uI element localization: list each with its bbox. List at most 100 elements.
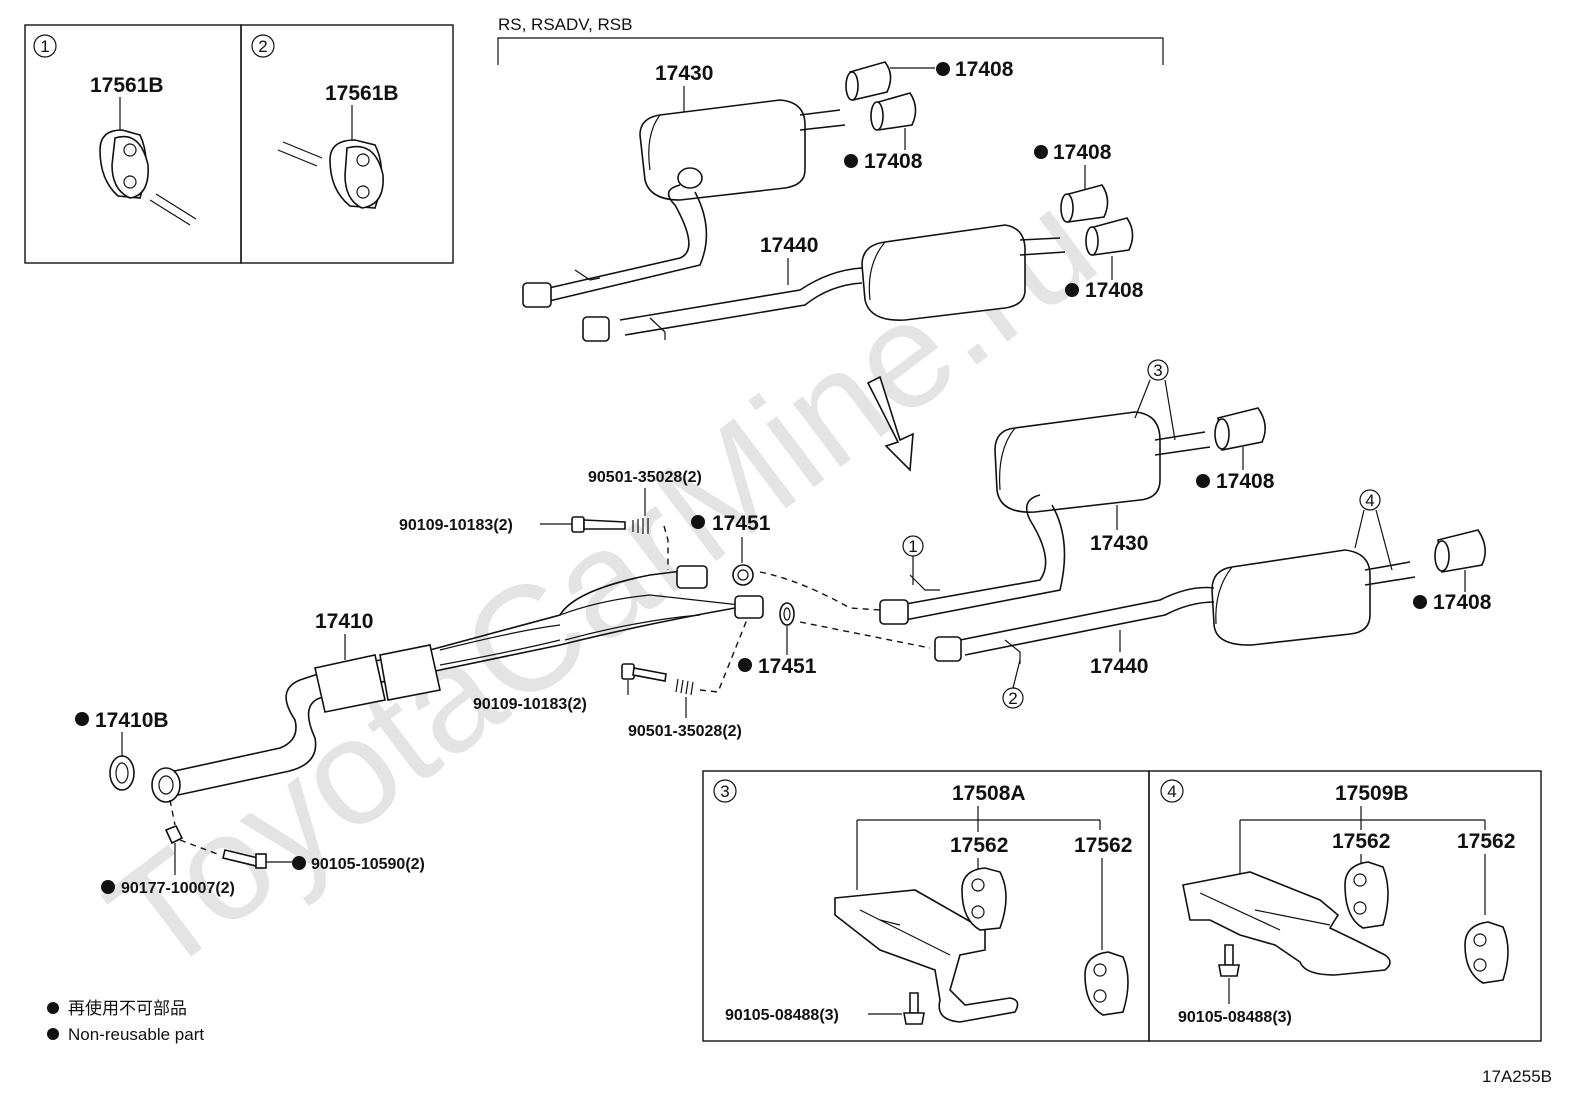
rubber-cushion-icon xyxy=(1084,951,1129,1016)
legend: 再使用不可部品 Non-reusable part xyxy=(47,998,204,1044)
non-reusable-dot xyxy=(1034,145,1048,159)
main-assembly: 17410 17410B xyxy=(75,359,1492,897)
front-pipe-assembly xyxy=(151,565,764,803)
top-tip-1-label: 17408 xyxy=(955,58,1014,81)
top-tip-3-label: 17408 xyxy=(1053,141,1112,164)
legend-dot xyxy=(47,1028,59,1040)
rubber-cushion-icon xyxy=(1464,921,1509,984)
nut-icon xyxy=(164,824,184,845)
tailpipe-tip-icon xyxy=(845,61,892,101)
lower-gasket-label: 17451 xyxy=(758,655,817,678)
inset-3-cushion-a-label: 17562 xyxy=(950,834,1008,857)
callout-2: 2 xyxy=(1008,689,1017,708)
inset-2-number-circle xyxy=(251,34,275,58)
inset-4-cushion-b-label: 17562 xyxy=(1457,830,1515,853)
tailpipe-tip-icon xyxy=(870,92,917,131)
non-reusable-dot xyxy=(1413,595,1427,609)
rubber-hanger-icon xyxy=(329,139,384,209)
front-pipe-label: 17410 xyxy=(315,610,373,633)
figure-code: 17A255B xyxy=(1482,1067,1552,1086)
inset-4-number: 4 xyxy=(1167,782,1176,801)
dashed-guide xyxy=(169,799,221,856)
spring-icon xyxy=(675,678,694,696)
inset-3-bolt-label: 90105-08488(3) xyxy=(725,1007,839,1024)
non-reusable-dot xyxy=(101,880,115,894)
callout-3: 3 xyxy=(1153,361,1162,380)
tailpipe-tip-icon xyxy=(1060,184,1109,223)
gasket-ring-icon xyxy=(109,755,135,791)
legend-jp: 再使用不可部品 xyxy=(68,998,187,1018)
bolt-icon xyxy=(222,849,267,869)
non-reusable-dot xyxy=(691,515,705,529)
inset-4-assy-label: 17509B xyxy=(1335,782,1409,805)
variant-rs-group: RS, RSADV, RSB 17430 17440 xyxy=(497,15,1164,342)
non-reusable-dot xyxy=(292,856,306,870)
main-muffler-a-label: 17430 xyxy=(1090,532,1148,555)
inset-4-bolt-label: 90105-08488(3) xyxy=(1178,1009,1292,1026)
muffler-b-main xyxy=(934,549,1416,664)
arrow-down-icon xyxy=(866,375,914,472)
lower-spring-label: 90501-35028(2) xyxy=(628,723,742,740)
muffler-b-top xyxy=(582,224,1066,342)
inset-1-part-label: 17561B xyxy=(90,74,164,97)
callout-4: 4 xyxy=(1365,491,1374,510)
main-tip-b-label: 17408 xyxy=(1433,591,1492,614)
muffler-a-main xyxy=(879,411,1211,625)
top-tip-4-label: 17408 xyxy=(1085,279,1144,302)
tailpipe-tip-icon xyxy=(1085,217,1134,256)
upper-gasket-label: 17451 xyxy=(712,512,771,535)
dashed-guide xyxy=(759,571,881,611)
rubber-cushion-icon xyxy=(1344,861,1389,929)
main-muffler-b-label: 17440 xyxy=(1090,655,1148,678)
legend-en: Non-reusable part xyxy=(68,1025,204,1044)
bracket-icon xyxy=(1182,871,1391,976)
top-muffler-a-label: 17430 xyxy=(655,62,713,85)
inset-1: 1 17561B xyxy=(24,24,242,264)
inset-3-number: 3 xyxy=(720,782,729,801)
inset-2: 2 17561B xyxy=(240,24,454,264)
variant-bracket xyxy=(497,37,1164,65)
callout-3-circle xyxy=(1147,359,1169,381)
rubber-hanger-icon xyxy=(99,129,149,199)
rubber-cushion-icon xyxy=(961,867,1007,931)
tailpipe-tip-icon xyxy=(1434,529,1486,573)
tailpipe-tip-icon xyxy=(1214,407,1266,451)
inset-1-number: 1 xyxy=(40,37,49,56)
top-tip-2-label: 17408 xyxy=(864,150,923,173)
gasket-ring-icon xyxy=(732,564,754,586)
callout-1: 1 xyxy=(908,537,917,556)
leader-line xyxy=(1012,659,1021,689)
non-reusable-dot xyxy=(936,62,950,76)
inset-4-number-circle xyxy=(1160,779,1184,803)
non-reusable-dot xyxy=(1065,283,1079,297)
front-gasket-label: 17410B xyxy=(95,709,169,732)
muffler-a-top xyxy=(522,99,846,308)
inset-1-number-circle xyxy=(33,34,57,58)
inset-4-frame xyxy=(1148,770,1542,1042)
dashed-guide xyxy=(799,621,931,649)
spring-icon xyxy=(632,518,649,534)
main-tip-a-label: 17408 xyxy=(1216,470,1275,493)
gasket-ring-icon xyxy=(779,602,795,626)
leader-bracket xyxy=(856,806,1101,890)
upper-spring-label: 90501-35028(2) xyxy=(588,469,702,486)
callout-4-circle xyxy=(1359,489,1381,511)
non-reusable-dot xyxy=(738,658,752,672)
leader-line xyxy=(1354,509,1393,571)
inset-3-cushion-b-label: 17562 xyxy=(1074,834,1132,857)
hanger-rod-icon xyxy=(277,141,323,167)
dashed-guide xyxy=(663,525,669,570)
dashed-guide xyxy=(699,616,749,693)
non-reusable-dot xyxy=(1196,474,1210,488)
inset-4: 4 17509B 17562 17562 90105-08488(3) xyxy=(1148,770,1542,1042)
inset-2-number: 2 xyxy=(258,37,267,56)
inset-2-frame xyxy=(240,24,454,264)
bolt-icon xyxy=(621,663,667,682)
bolt-icon xyxy=(1218,944,1240,977)
legend-dot xyxy=(47,1002,59,1014)
leader-bracket xyxy=(1239,806,1486,875)
bolt-icon xyxy=(571,516,626,533)
non-reusable-dot xyxy=(844,154,858,168)
